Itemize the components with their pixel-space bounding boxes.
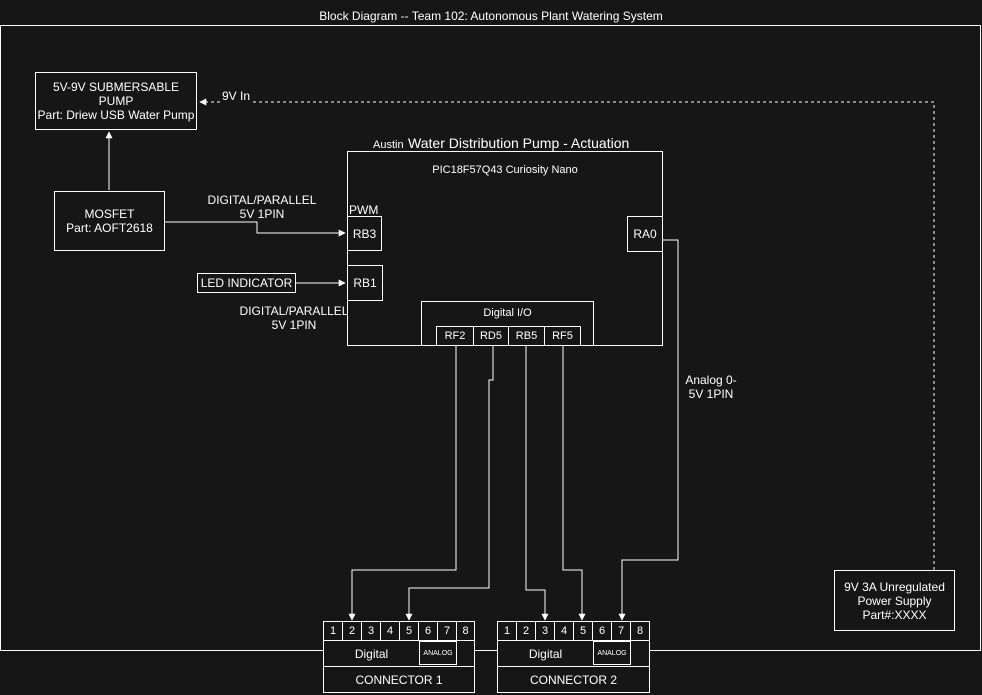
analog-line2: 5V 1PIN: [688, 387, 734, 401]
c2-digital: Digital: [528, 646, 563, 661]
pin-rf5: RF5: [544, 326, 581, 346]
pwm-label: PWM: [349, 203, 379, 217]
c2-pin-6: 6: [593, 622, 612, 640]
c2-name: CONNECTOR 2: [529, 672, 618, 687]
c1-pin-2: 2: [343, 622, 362, 640]
c1-pin-7: 7: [438, 622, 457, 640]
c1-analog: ANALOG: [419, 641, 457, 665]
led-indicator-block: LED INDICATOR: [197, 273, 296, 293]
pin-rb1: RB1: [347, 265, 383, 301]
pump-line3: Part: Driew USB Water Pump: [37, 108, 195, 122]
c1-pin-4: 4: [381, 622, 400, 640]
pin-rb5: RB5: [508, 326, 545, 346]
c1-divider-bottom: [324, 666, 474, 667]
nine-v-in-label: 9V In: [220, 89, 253, 103]
c2-pin-1: 1: [498, 622, 517, 640]
pump-line1: 5V-9V SUBMERSABLE: [52, 80, 180, 94]
power-line3: Part#:XXXX: [862, 607, 927, 622]
mcu-group-title: Austin Water Distribution Pump - Actuati…: [373, 135, 629, 153]
pin-ra0: RA0: [627, 216, 663, 252]
dig-par-top-line1: DIGITAL/PARALLEL: [207, 193, 317, 207]
c2-pin-5: 5: [574, 622, 593, 640]
pump-line2: PUMP: [98, 94, 134, 108]
c1-pin-5: 5: [400, 622, 419, 640]
dig-par-top-line2: 5V 1PIN: [239, 207, 285, 221]
rf5-to-c2-pin5: [562, 345, 586, 621]
mosfet-block: MOSFET Part: AOFT2618: [54, 191, 165, 251]
outer-frame: [0, 25, 981, 651]
c1-pin-8: 8: [462, 625, 469, 637]
c2-analog: ANALOG: [593, 641, 631, 665]
mosfet-to-rb3-arrow: [165, 221, 346, 237]
connector-2: 1 2 3 4 5 6 7 8 Digital ANALOG CONNECTOR…: [497, 621, 650, 693]
c2-pin-3: 3: [536, 622, 555, 640]
pin-rb3: RB3: [347, 216, 382, 251]
dig-par-bot-line1: DIGITAL/PARALLEL: [239, 304, 349, 318]
c2-divider-top: [498, 640, 649, 641]
mosfet-line2: Part: AOFT2618: [66, 221, 153, 235]
connector-1: 1 2 3 4 5 6 7 8 Digital ANALOG CONNECTOR…: [323, 621, 475, 693]
pin-rf2: RF2: [436, 326, 474, 346]
c2-divider-bottom: [498, 666, 649, 667]
pump-block: 5V-9V SUBMERSABLE PUMP Part: Driew USB W…: [35, 72, 197, 130]
mcu-name: PIC18F57Q43 Curiosity Nano: [432, 164, 578, 176]
digital-io-title: Digital I/O: [483, 307, 532, 319]
ra0-to-c2-pin7: [618, 239, 679, 621]
power-line2: Power Supply: [857, 593, 932, 608]
c1-digital: Digital: [354, 646, 389, 661]
mosfet-line1: MOSFET: [84, 207, 135, 221]
c1-pin-1: 1: [324, 622, 343, 640]
pin-rd5: RD5: [473, 326, 509, 346]
mcu-group-prefix: Austin: [373, 139, 404, 151]
analog-label: Analog 0- 5V 1PIN: [676, 373, 746, 401]
c2-pin-7: 7: [612, 622, 631, 640]
dig-par-bot-line2: 5V 1PIN: [271, 318, 317, 332]
power-line1: 9V 3A Unregulated: [844, 579, 945, 594]
c2-pin-8: 8: [636, 625, 644, 637]
analog-line1: Analog 0-: [685, 373, 737, 387]
power-supply-block: 9V 3A Unregulated Power Supply Part#:XXX…: [834, 570, 955, 631]
mcu-group-main: Water Distribution Pump - Actuation: [408, 135, 630, 151]
diagram-title: Block Diagram -- Team 102: Autonomous Pl…: [319, 9, 663, 23]
rd5-to-c1-pin5: [405, 345, 494, 621]
c1-pin-6: 6: [419, 622, 438, 640]
rb5-to-c2-pin3: [525, 345, 549, 621]
rf2-to-c1-pin2: [348, 345, 457, 621]
digital-parallel-label-bottom: DIGITAL/PARALLEL 5V 1PIN: [232, 304, 356, 332]
c2-pin-4: 4: [555, 622, 574, 640]
c1-divider-top: [324, 640, 474, 641]
c1-name: CONNECTOR 1: [355, 672, 443, 687]
c1-pin-3: 3: [362, 622, 381, 640]
c2-pin-2: 2: [517, 622, 536, 640]
digital-parallel-label-top: DIGITAL/PARALLEL 5V 1PIN: [200, 193, 324, 221]
power-to-pump-dashed: [199, 98, 935, 570]
